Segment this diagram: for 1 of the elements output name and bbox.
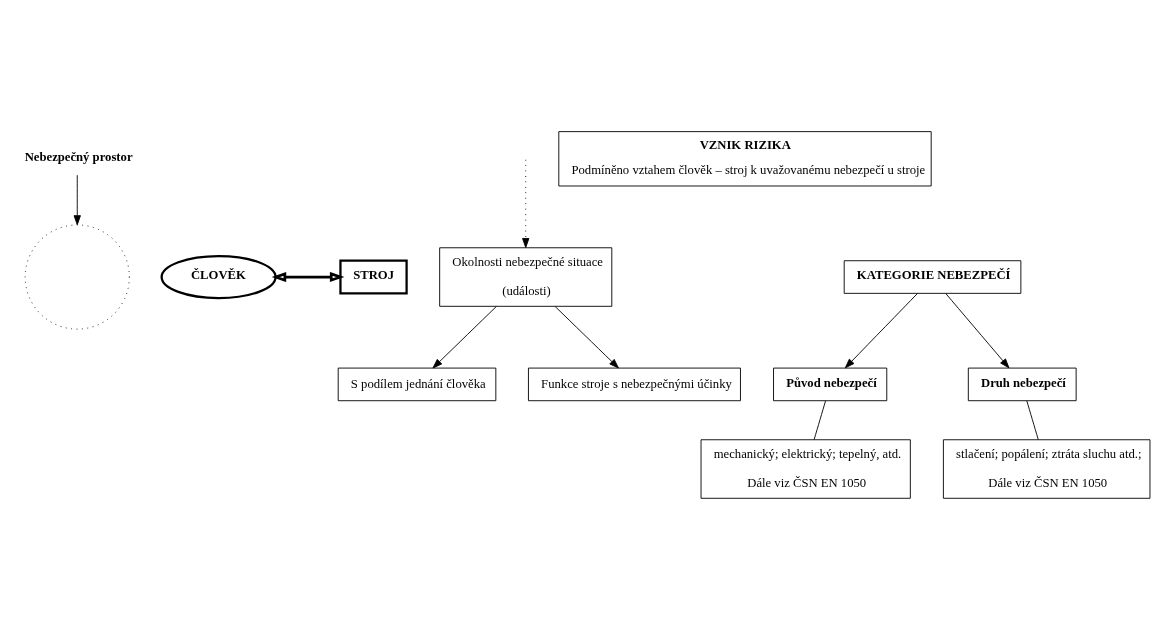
node-text: Nebezpečný prostor (24, 150, 133, 165)
